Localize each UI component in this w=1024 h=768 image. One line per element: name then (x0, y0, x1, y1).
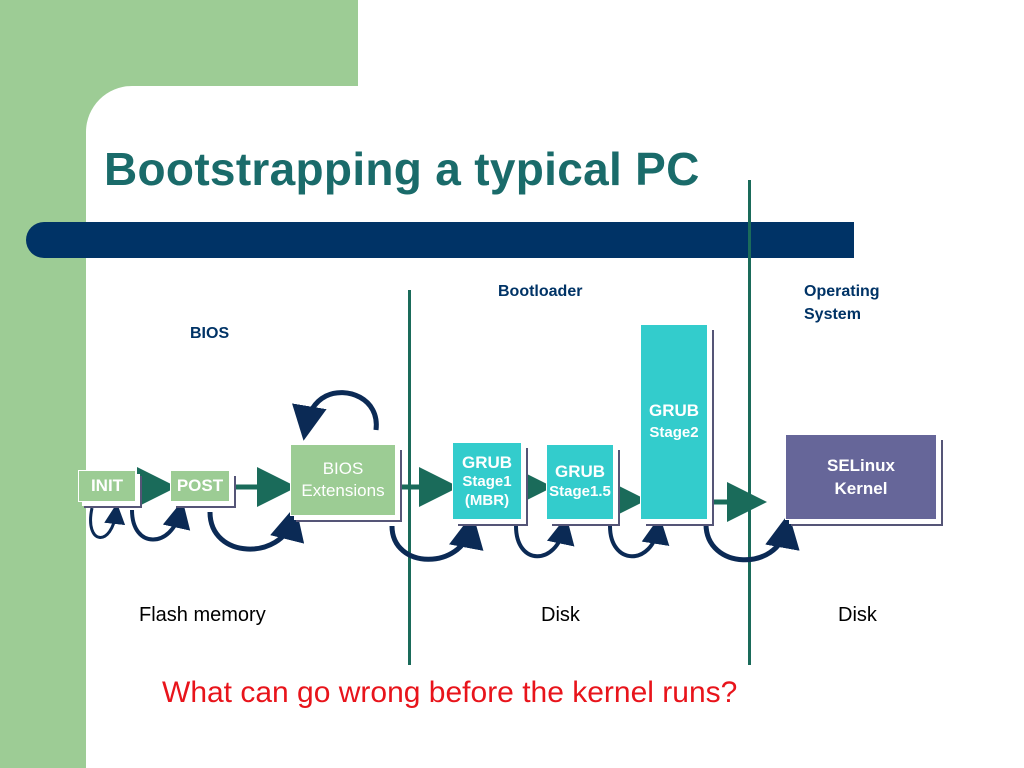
grub-stage2-box: GRUB Stage2 (640, 324, 708, 520)
selinux-kernel-label-1: SELinux (826, 456, 895, 475)
bios-extensions-label-1: BIOS (322, 459, 364, 478)
curve-arrow-bios-loop (292, 390, 379, 441)
section-label-os-line1: Operating (804, 283, 880, 300)
grub-stage1-label-3: (MBR) (464, 491, 510, 509)
curve-arrow-post (130, 500, 191, 542)
curve-arrow-grub15 (514, 516, 575, 559)
section-label-bios: BIOS (190, 325, 230, 342)
grub-stage2-label-1: GRUB (648, 401, 700, 420)
post-box: POST (170, 470, 230, 502)
curve-arrow-grub1 (389, 513, 484, 562)
medium-label-flash: Flash memory (139, 604, 266, 626)
grub-stage2-label-2: Stage2 (649, 424, 699, 441)
curve-arrow-kernel (703, 513, 800, 563)
selinux-kernel-box: SELinux Kernel (785, 434, 937, 520)
selinux-kernel-label-2: Kernel (834, 479, 888, 498)
section-label-bootloader: Bootloader (498, 283, 583, 300)
bios-extensions-box: BIOS Extensions (290, 444, 396, 516)
slide-title: Bootstrapping a typical PC (104, 143, 700, 195)
curve-arrow-bios-ext (207, 505, 305, 552)
divider-bootloader-os (748, 180, 751, 665)
grub-stage15-box: GRUB Stage1.5 (546, 444, 614, 520)
grub-stage1-label-2: Stage1 (462, 472, 512, 490)
medium-label-disk-os: Disk (838, 604, 877, 626)
title-underline-bar (26, 222, 854, 258)
curve-arrow-grub2 (608, 516, 670, 559)
post-box-label: POST (176, 476, 224, 495)
bios-extensions-label-2: Extensions (301, 481, 385, 500)
discussion-question: What can go wrong before the kernel runs… (162, 676, 738, 709)
slide-content-area (86, 86, 1024, 768)
init-box-label: INIT (90, 476, 124, 495)
divider-bios-bootloader (408, 290, 411, 665)
init-box: INIT (78, 470, 136, 502)
section-label-os: Operating System (804, 280, 880, 326)
curve-arrow-init (89, 503, 126, 539)
medium-label-disk-bootloader: Disk (541, 604, 580, 626)
section-label-os-line2: System (804, 306, 861, 323)
grub-stage15-label-2: Stage1.5 (549, 483, 611, 500)
grub-stage1-box: GRUB Stage1 (MBR) (452, 442, 522, 520)
grub-stage1-label-1: GRUB (461, 452, 513, 472)
grub-stage15-label-1: GRUB (554, 462, 606, 481)
